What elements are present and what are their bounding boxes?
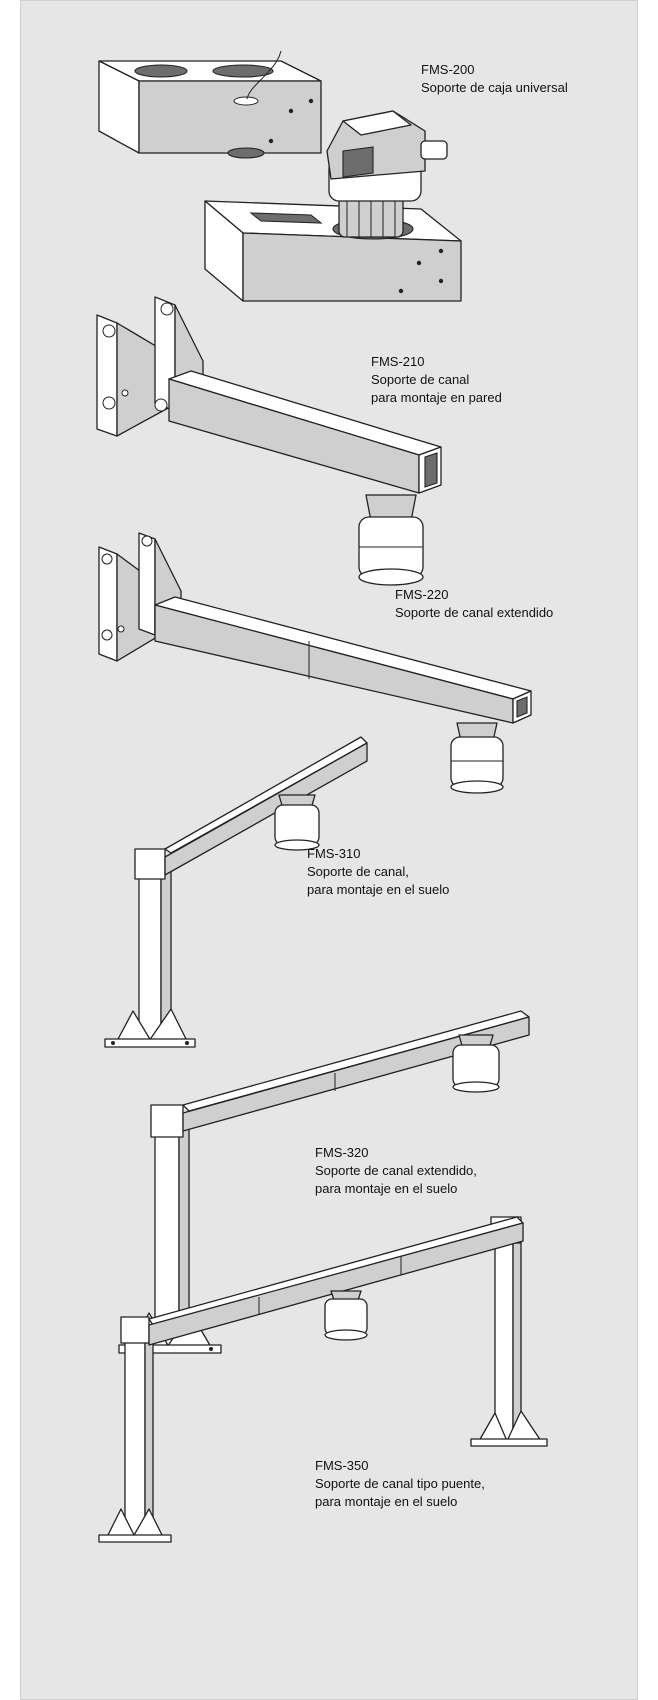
model-code: FMS-310	[307, 846, 361, 861]
label-fms-210: FMS-210 Soporte de canal para montaje en…	[371, 353, 502, 407]
model-description: para montaje en el suelo	[315, 1181, 458, 1196]
level-sensor-fms-310	[274, 794, 320, 851]
illustration-fms-310	[104, 736, 368, 1048]
label-fms-320: FMS-320 Soporte de canal extendido, para…	[315, 1144, 477, 1198]
illustration-fms-210	[96, 296, 442, 586]
label-fms-220: FMS-220 Soporte de canal extendido	[395, 586, 553, 622]
model-description: Soporte de canal,	[307, 864, 409, 879]
level-sensor-fms-220	[450, 722, 504, 794]
model-description: Soporte de canal extendido,	[315, 1163, 477, 1178]
illustration-fms-350	[98, 1216, 548, 1543]
model-description: para montaje en pared	[371, 390, 502, 405]
bracket-illustrations	[96, 50, 548, 1543]
model-description: Soporte de caja universal	[421, 80, 568, 95]
model-code: FMS-320	[315, 1145, 369, 1160]
model-code: FMS-350	[315, 1458, 369, 1473]
model-description: Soporte de canal tipo puente,	[315, 1476, 485, 1491]
label-fms-350: FMS-350 Soporte de canal tipo puente, pa…	[315, 1457, 485, 1511]
label-fms-310: FMS-310 Soporte de canal, para montaje e…	[307, 845, 449, 899]
diagram-panel: FMS-200 Soporte de caja universal FMS-21…	[20, 0, 638, 1700]
model-code: FMS-200	[421, 62, 475, 77]
illustration-fms-320	[118, 1010, 530, 1354]
illustration-fms-220	[98, 532, 532, 794]
model-description: para montaje en el suelo	[307, 882, 450, 897]
level-sensor-fms-320	[452, 1034, 500, 1093]
model-description: Soporte de canal extendido	[395, 605, 554, 620]
model-code: FMS-220	[395, 587, 449, 602]
level-sensor-housing	[326, 110, 448, 238]
model-code: FMS-210	[371, 354, 425, 369]
level-sensor-fms-210	[358, 494, 424, 586]
box-bracket-lower	[204, 200, 462, 302]
illustration-fms-200	[98, 50, 462, 302]
label-fms-200: FMS-200 Soporte de caja universal	[421, 61, 568, 97]
box-bracket-upper	[98, 50, 322, 159]
level-sensor-fms-350	[324, 1290, 368, 1341]
model-description: para montaje en el suelo	[315, 1494, 458, 1509]
model-description: Soporte de canal	[371, 372, 470, 387]
